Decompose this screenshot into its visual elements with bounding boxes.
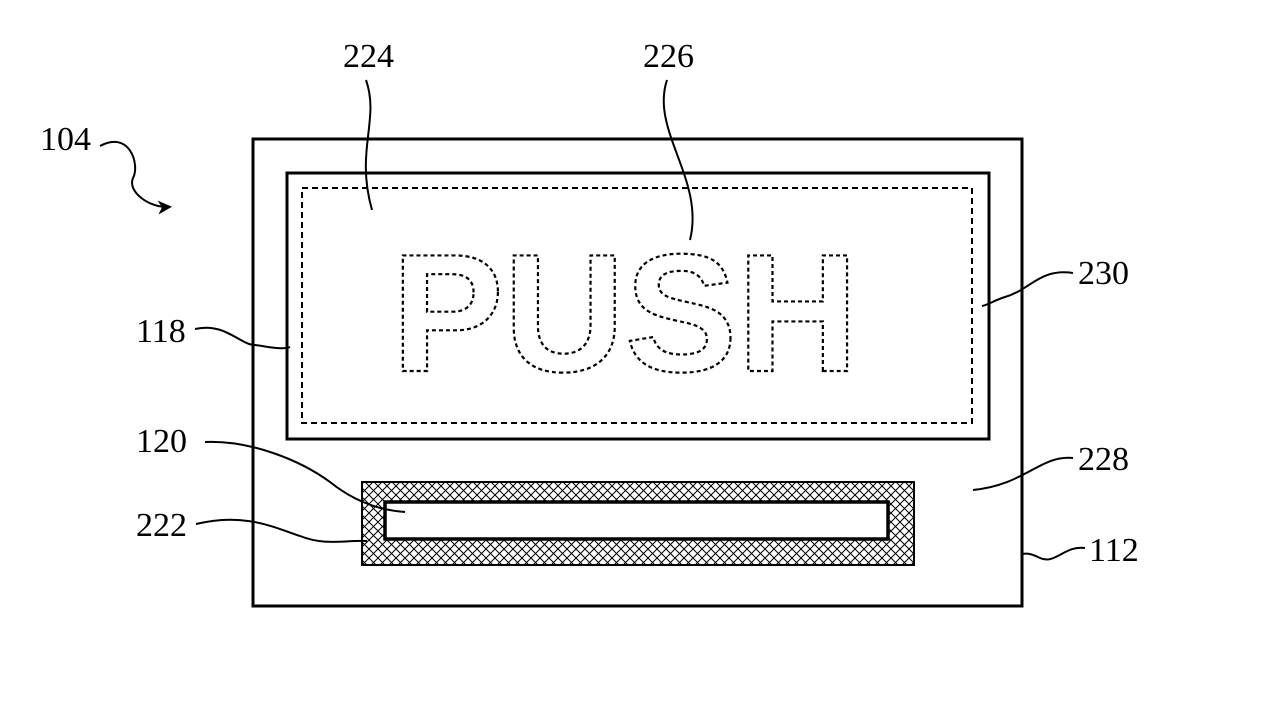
leader-line-118 bbox=[194, 326, 291, 350]
leader-line-228 bbox=[972, 456, 1074, 491]
label-118: 118 bbox=[136, 313, 186, 350]
label-228: 228 bbox=[1078, 441, 1129, 478]
text-region-dashed-outline bbox=[301, 187, 973, 424]
push-sign-text: PUSH bbox=[392, 219, 859, 407]
display-outline bbox=[285, 171, 991, 441]
slot-opening bbox=[383, 500, 890, 541]
leader-line-104 bbox=[99, 140, 172, 215]
label-226: 226 bbox=[643, 38, 694, 75]
leader-line-226 bbox=[662, 79, 694, 241]
leader-line-112 bbox=[1021, 546, 1086, 561]
leader-line-224 bbox=[364, 79, 373, 211]
label-104: 104 bbox=[40, 121, 91, 158]
label-112: 112 bbox=[1089, 532, 1139, 569]
label-120: 120 bbox=[136, 423, 187, 460]
leader-line-230 bbox=[981, 271, 1074, 307]
leader-line-222 bbox=[195, 518, 368, 543]
leader-line-120 bbox=[204, 440, 406, 513]
label-230: 230 bbox=[1078, 255, 1129, 292]
label-224: 224 bbox=[343, 38, 394, 75]
housing-outline bbox=[251, 137, 1024, 608]
label-222: 222 bbox=[136, 507, 187, 544]
